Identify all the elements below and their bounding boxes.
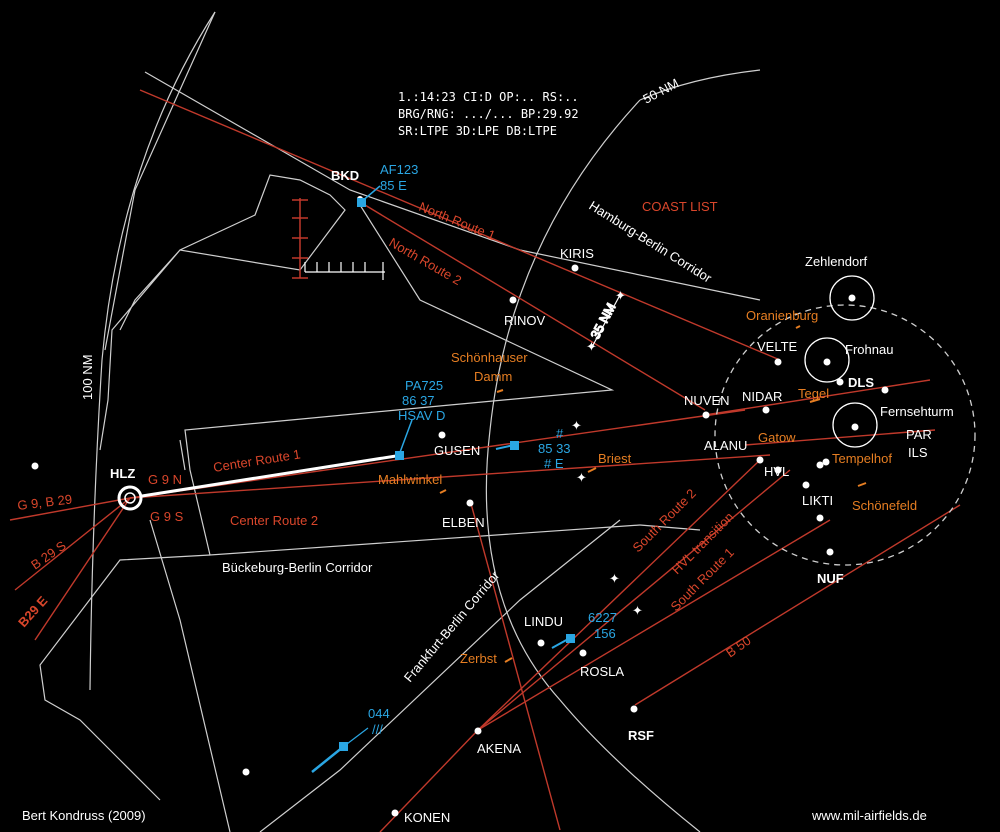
svg-text:LIKTI: LIKTI: [802, 493, 833, 508]
radar-targets: [311, 185, 575, 773]
svg-text:Zerbst: Zerbst: [460, 651, 497, 666]
svg-text:156: 156: [594, 626, 616, 641]
target-044[interactable]: 044 ///: [368, 706, 390, 737]
svg-text:NUF: NUF: [817, 571, 844, 586]
svg-text:ILS: ILS: [908, 445, 928, 460]
bueckeburg-corridor-label: Bückeburg-Berlin Corridor: [222, 560, 373, 575]
svg-text:86 37: 86 37: [402, 393, 435, 408]
visual-reporting-marks: [439, 325, 867, 663]
author-credit: Bert Kondruss (2009): [22, 808, 146, 823]
svg-text:ROSLA: ROSLA: [580, 664, 624, 679]
svg-text:Briest: Briest: [598, 451, 632, 466]
svg-text:044: 044: [368, 706, 390, 721]
svg-text:ELBEN: ELBEN: [442, 515, 485, 530]
svg-text:GUSEN: GUSEN: [434, 443, 480, 458]
svg-text:RINOV: RINOV: [504, 313, 546, 328]
svg-text:✦: ✦: [576, 471, 587, 486]
svg-text:HVL: HVL: [764, 464, 789, 479]
scale-comb: [304, 262, 385, 280]
svg-text:Oranienburg: Oranienburg: [746, 308, 818, 323]
svg-text:Gatow: Gatow: [758, 430, 796, 445]
hlz-beacon: [117, 454, 397, 511]
svg-text:RSF: RSF: [628, 728, 654, 743]
svg-text:Schönhauser: Schönhauser: [451, 350, 528, 365]
reporting-points: ✦ ✦ ✦ ✦ ✦ ✦: [571, 289, 643, 619]
svg-text:85 33: 85 33: [538, 441, 571, 456]
svg-text:Schönefeld: Schönefeld: [852, 498, 917, 513]
svg-text:LINDU: LINDU: [524, 614, 563, 629]
svg-text:Mahlwinkel: Mahlwinkel: [378, 472, 442, 487]
svg-text:KONEN: KONEN: [404, 810, 450, 825]
target-6227[interactable]: 6227 156: [588, 610, 617, 641]
status-line-1: 1.:14:23 CI:D OP:.. RS:..: [398, 90, 579, 104]
svg-text:✦: ✦: [586, 340, 597, 355]
svg-text:✦: ✦: [615, 289, 626, 304]
svg-text:DLS: DLS: [848, 375, 874, 390]
svg-text:PAR: PAR: [906, 427, 932, 442]
range-marker: [292, 198, 308, 279]
svg-text:NIDAR: NIDAR: [742, 389, 782, 404]
svg-text:✦: ✦: [632, 604, 643, 619]
svg-text:Tempelhof: Tempelhof: [832, 451, 892, 466]
target-8533[interactable]: # 85 33 # E: [538, 426, 571, 471]
svg-text:BKD: BKD: [331, 168, 359, 183]
svg-text:NUVEN: NUVEN: [684, 393, 730, 408]
svg-text:Frohnau: Frohnau: [845, 342, 893, 357]
fix-labels: BKD KIRIS RINOV VELTE NUVEN NIDAR ALANU …: [110, 168, 932, 825]
svg-text:6227: 6227: [588, 610, 617, 625]
svg-text:85 E: 85 E: [380, 178, 407, 193]
place-labels: Zehlendorf Frohnau Fernsehturm Oranienbu…: [378, 254, 954, 666]
svg-text:# E: # E: [544, 456, 564, 471]
svg-text:KIRIS: KIRIS: [560, 246, 594, 261]
svg-text:Zehlendorf: Zehlendorf: [805, 254, 868, 269]
airways: [9, 89, 961, 832]
svg-text:ALANU: ALANU: [704, 438, 747, 453]
route-label-center2: Center Route 2: [230, 513, 318, 528]
svg-text:///: ///: [372, 722, 383, 737]
target-af123[interactable]: AF123 85 E: [380, 162, 418, 193]
svg-text:VELTE: VELTE: [757, 339, 798, 354]
status-readout: 1.:14:23 CI:D OP:.. RS:.. BRG/RNG: .../.…: [398, 90, 579, 138]
berlin-control-zone: [714, 275, 976, 566]
svg-text:#: #: [556, 426, 564, 441]
site-credit: www.mil-airfields.de: [811, 808, 927, 823]
route-label-g9n: G 9 N: [148, 472, 182, 487]
ring-label-100nm: 100 NM: [80, 354, 95, 400]
svg-text:Tegel: Tegel: [798, 386, 829, 401]
corridor-boundaries: [39, 11, 761, 832]
svg-text:Damm: Damm: [474, 369, 512, 384]
route-label-g9b29: G 9, B 29: [17, 491, 73, 513]
route-label-g9s: G 9 S: [150, 509, 184, 524]
svg-text:✦: ✦: [609, 572, 620, 587]
svg-text:HSAV D: HSAV D: [398, 408, 445, 423]
coast-list[interactable]: COAST LIST: [642, 199, 718, 214]
svg-text:AF123: AF123: [380, 162, 418, 177]
status-line-2: BRG/RNG: .../... BP:29.92: [398, 107, 579, 121]
svg-text:Fernsehturm: Fernsehturm: [880, 404, 954, 419]
svg-text:HLZ: HLZ: [110, 466, 135, 481]
status-line-3: SR:LTPE 3D:LPE DB:LTPE: [398, 124, 557, 138]
svg-text:PA725: PA725: [405, 378, 443, 393]
svg-text:✦: ✦: [571, 419, 582, 434]
fix-markers: [31, 196, 889, 817]
svg-text:AKENA: AKENA: [477, 741, 521, 756]
target-pa725[interactable]: PA725 86 37 HSAV D: [398, 378, 445, 423]
